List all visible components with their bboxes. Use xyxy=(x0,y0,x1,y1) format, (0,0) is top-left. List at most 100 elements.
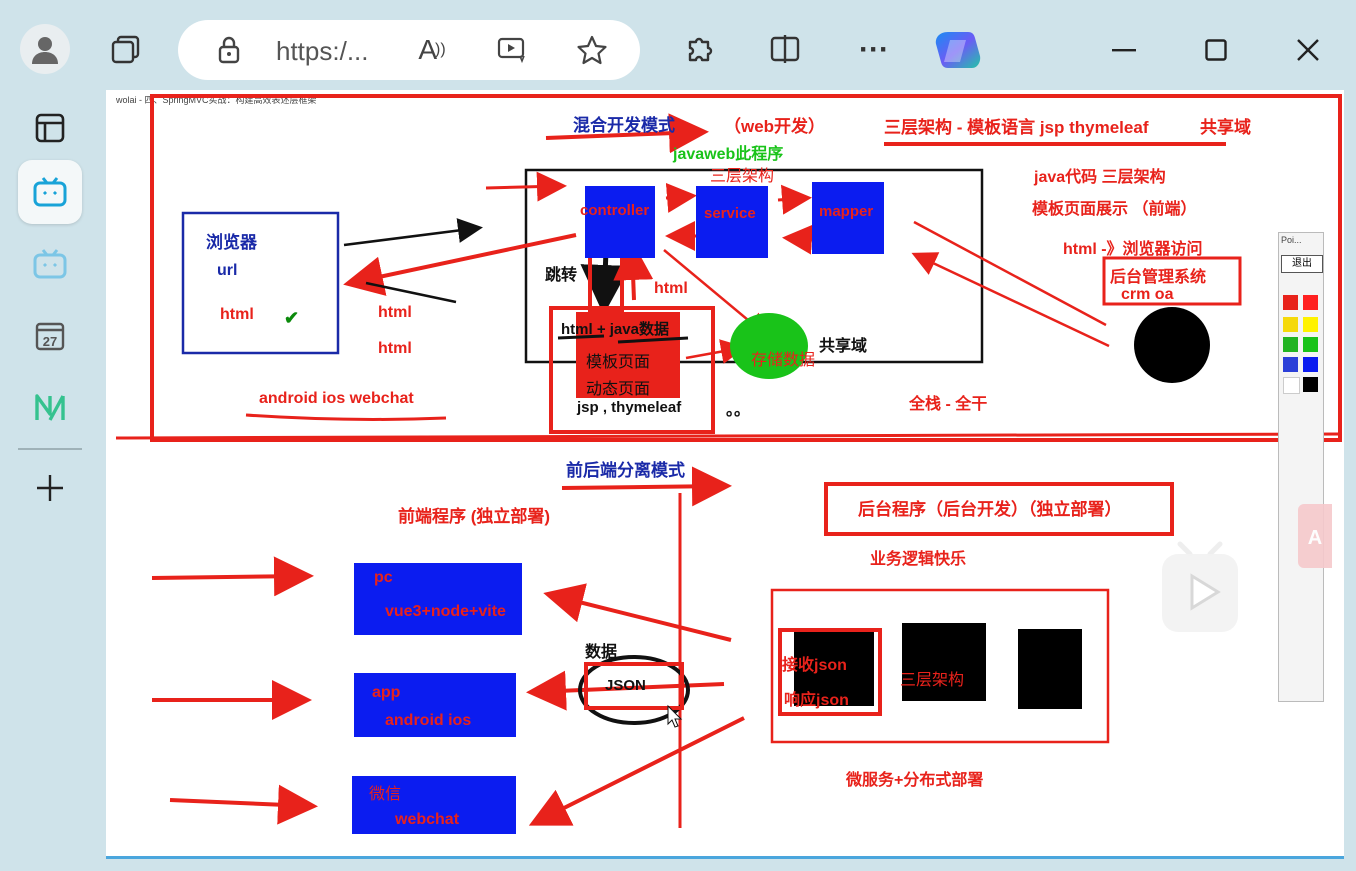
profile-icon[interactable] xyxy=(20,24,70,74)
split-screen-icon[interactable] xyxy=(764,28,806,70)
lock-icon[interactable] xyxy=(214,34,244,66)
webchat-label: webchat xyxy=(395,811,460,828)
address-bar[interactable]: https:/... A)) xyxy=(178,20,640,80)
javaweb-label: javaweb此程序 xyxy=(673,146,784,163)
backend-three-tier-label: 三层架构 xyxy=(900,672,965,689)
microservices-label: 微服务+分布式部署 xyxy=(846,772,984,789)
receive-json-label: 接收json xyxy=(782,657,847,674)
respond-json-label: 响应json xyxy=(784,692,849,709)
extensions-icon[interactable] xyxy=(678,28,720,70)
business-logic-label: 业务逻辑快乐 xyxy=(870,551,967,568)
jump-label: 跳转 xyxy=(545,267,578,284)
mapper-box xyxy=(812,182,884,254)
maximize-icon[interactable] xyxy=(1196,30,1236,70)
backend-services-box xyxy=(770,588,1110,744)
address-text[interactable]: https:/... xyxy=(276,36,369,66)
three-tier-label: 三层架构 xyxy=(710,168,775,185)
progress-line xyxy=(106,856,1344,859)
three-tier-templates-label: 三层架构 - 模板语言 jsp thymeleaf xyxy=(884,118,1149,137)
more-icon[interactable]: ··· xyxy=(859,33,889,66)
html-browser-label: html -》浏览器访问 xyxy=(1063,241,1203,258)
calendar-day-label: 27 xyxy=(43,334,57,349)
java-code-label: java代码 三层架构 xyxy=(1034,169,1166,186)
browser-sidebar: 27 xyxy=(0,96,100,871)
color-swatch-green-2[interactable] xyxy=(1303,337,1318,352)
sidebar-toggle-icon[interactable] xyxy=(18,96,82,160)
color-swatch-red[interactable] xyxy=(1283,295,1298,310)
color-swatch-green[interactable] xyxy=(1283,337,1298,352)
app-box xyxy=(354,673,516,737)
template-page-label: 模板页面 xyxy=(586,354,651,371)
app-platforms-label: android ios xyxy=(385,712,472,729)
color-swatch-blue-2[interactable] xyxy=(1303,357,1318,372)
jsp-thymeleaf-label: jsp , thymeleaf xyxy=(577,399,682,416)
copilot-icon[interactable] xyxy=(932,26,984,74)
html-label: html xyxy=(220,306,254,323)
backend-program-label: 后台程序（后台开发）（独立部署） xyxy=(858,500,1122,519)
wechat-label: 微信 xyxy=(369,786,402,803)
app-label: app xyxy=(372,684,401,701)
backend-box xyxy=(824,482,1174,536)
data-label: 数据 xyxy=(585,644,618,661)
service-box xyxy=(696,186,768,258)
add-icon[interactable] xyxy=(18,456,82,520)
crm-oa-label: crm oa xyxy=(1121,286,1174,303)
shared-domain-right-label: 共享域 xyxy=(1200,118,1251,137)
dynamic-page-label: 动态页面 xyxy=(586,381,651,398)
video-frame: wolai - 四、SpringMVC实战：构建高效表述层框架 xyxy=(106,90,1344,858)
dots-label: 。。 xyxy=(726,402,751,419)
template-box xyxy=(549,306,715,434)
service-label: service xyxy=(704,205,756,222)
store-data-label: 存储数据 xyxy=(751,352,816,369)
pen-exit-button[interactable]: 退出 xyxy=(1281,255,1323,273)
top-frame xyxy=(150,94,1342,442)
video-enhance-icon[interactable] xyxy=(494,34,530,66)
html-arrow-label-2: html xyxy=(378,340,412,357)
color-swatch-yellow-2[interactable] xyxy=(1303,317,1318,332)
read-aloud-icon[interactable]: A)) xyxy=(418,34,446,65)
controller-label: controller xyxy=(580,202,650,219)
split-mode-title: 前后端分离模式 xyxy=(566,461,685,480)
minimize-icon[interactable] xyxy=(1104,30,1144,70)
color-swatch-black[interactable] xyxy=(1303,377,1318,392)
fullstack-label: 全栈 - 全干 xyxy=(909,396,988,413)
html-java-data-label: html + java数据 xyxy=(561,321,669,338)
play-icon[interactable] xyxy=(1160,530,1240,634)
storage-circle xyxy=(730,313,808,379)
controller-box xyxy=(585,186,655,258)
frontend-program-label: 前端程序 (独立部署) xyxy=(398,507,551,526)
bilibili-icon-faded[interactable] xyxy=(18,232,82,296)
shared-domain-label: 共享域 xyxy=(819,338,868,355)
admin-system-label: 后台管理系统 xyxy=(1110,269,1207,286)
bilibili-icon[interactable] xyxy=(18,160,82,224)
workspaces-icon[interactable] xyxy=(104,30,148,70)
color-swatch-white[interactable] xyxy=(1283,377,1300,394)
html-arrow-label-1: html xyxy=(378,304,412,321)
checkmark-icon: ✔ xyxy=(284,308,300,328)
calendar-icon[interactable]: 27 xyxy=(18,304,82,368)
pen-toolbar: Poi... 退出 xyxy=(1278,232,1324,702)
admin-box xyxy=(1102,256,1242,306)
mapper-label: mapper xyxy=(819,203,874,220)
wechat-box xyxy=(352,776,516,834)
html-return-label: html xyxy=(654,280,688,297)
color-swatch-red-2[interactable] xyxy=(1303,295,1318,310)
browser-toolbar: https:/... A)) ··· xyxy=(0,0,1356,96)
template-display-label: 模板页面展示 （前端） xyxy=(1032,201,1197,218)
svg-text:A: A xyxy=(1308,527,1322,549)
json-label: JSON xyxy=(605,677,646,694)
pc-stack-label: vue3+node+vite xyxy=(385,603,506,620)
mixed-mode-title: 混合开发模式 xyxy=(573,116,675,135)
web-dev-label: （web开发） xyxy=(724,117,826,136)
translate-icon[interactable]: A xyxy=(1298,504,1332,568)
favorite-star-icon[interactable] xyxy=(574,32,610,68)
android-ios-label: android ios webchat xyxy=(259,390,414,407)
sidebar-divider xyxy=(18,448,82,450)
app-icon[interactable] xyxy=(18,376,82,440)
close-icon[interactable] xyxy=(1288,30,1328,70)
color-swatch-yellow[interactable] xyxy=(1283,317,1298,332)
pc-box xyxy=(354,563,522,635)
pen-toolbar-title: Poi... xyxy=(1281,235,1302,245)
browser-title: 浏览器 xyxy=(206,233,257,252)
color-swatch-blue[interactable] xyxy=(1283,357,1298,372)
